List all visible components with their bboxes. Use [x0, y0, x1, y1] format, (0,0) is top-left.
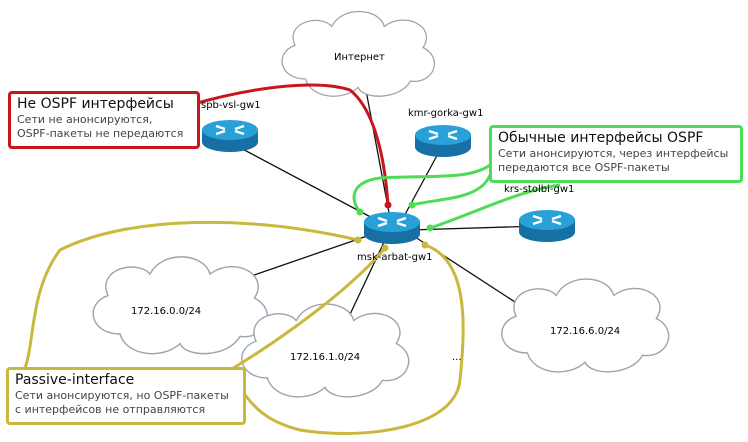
callout-title: Не OSPF интерфейсы: [17, 96, 174, 112]
callout-title: Обычные интерфейсы OSPF: [498, 130, 704, 146]
router-label-krs: krs-stolbi-gw1: [504, 184, 575, 195]
callout-text: Сети анонсируются, через интерфейсы: [498, 147, 729, 160]
router-label-kmr: kmr-gorka-gw1: [408, 108, 484, 119]
callout-ospf: Обычные интерфейсы OSPF Сети анонсируютс…: [489, 125, 743, 183]
cloud-label-net6: 172.16.6.0/24: [550, 326, 621, 337]
callout-title: Passive-interface: [15, 372, 135, 388]
cloud-label-internet: Интернет: [334, 52, 385, 63]
green-connectors: [352, 163, 561, 230]
more-networks: ...: [452, 352, 462, 363]
callout-passive: Passive-interface Сети анонсируются, но …: [6, 367, 246, 425]
callout-text: OSPF-пакеты не передаются: [17, 127, 184, 140]
callout-text: Сети анонсируются, но OSPF-пакеты: [15, 389, 229, 402]
cloud-label-net0: 172.16.0.0/24: [131, 306, 202, 317]
router-kmr: [413, 123, 473, 159]
red-connector: [189, 83, 390, 206]
link-spb-msk: [234, 144, 381, 223]
yellow-connectors: [23, 220, 465, 435]
callout-text: Сети не анонсируются,: [17, 113, 153, 126]
router-spb: [200, 118, 260, 154]
router-label-msk: msk-arbat-gw1: [357, 252, 433, 263]
link-kmr-msk: [401, 149, 441, 221]
callout-non-ospf: Не OSPF интерфейсы Сети не анонсируются,…: [8, 91, 200, 149]
callout-text: передаются все OSPF-пакеты: [498, 161, 670, 174]
callout-text: с интерфейсов не отправляются: [15, 403, 206, 416]
cloud-net1: [241, 303, 410, 398]
router-label-spb: spb-vsl-gw1: [201, 100, 261, 111]
red-dot: [384, 201, 392, 209]
router-krs: [517, 208, 577, 244]
cloud-label-net1: 172.16.1.0/24: [290, 352, 361, 363]
router-msk: [362, 210, 422, 246]
